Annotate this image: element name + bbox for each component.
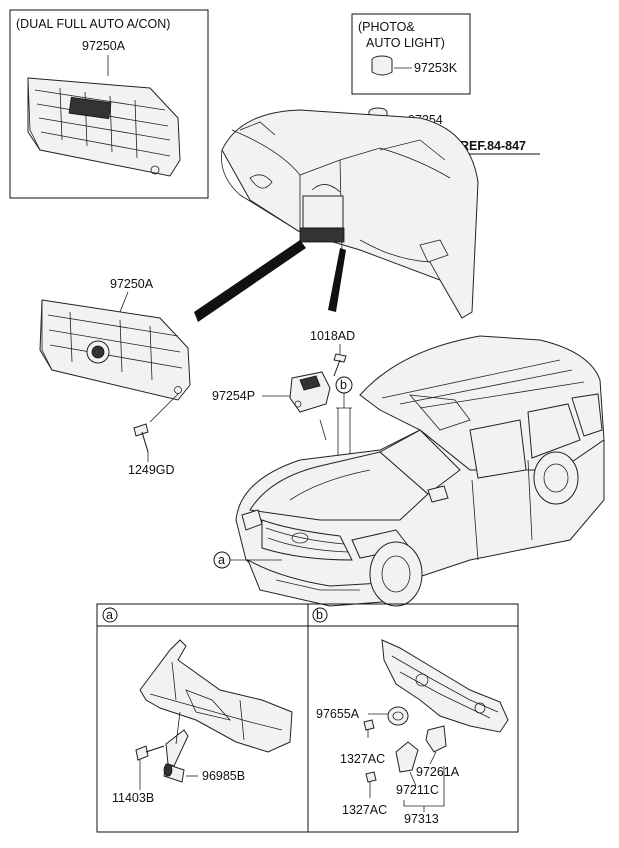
- label-1327AC-2: 1327AC: [342, 803, 387, 817]
- dual-auto-acon-box: (DUAL FULL AUTO A/CON) 97250A: [9, 9, 209, 199]
- photo-title-line2: AUTO LIGHT): [366, 36, 445, 50]
- dashboard: [221, 109, 479, 319]
- label-97250A-top: 97250A: [82, 39, 126, 53]
- detail-b-callout: b: [316, 608, 323, 622]
- callout-a: a: [218, 553, 225, 567]
- label-97250A-mid: 97250A: [110, 277, 154, 291]
- suv-vehicle: [235, 335, 605, 607]
- label-1249GD: 1249GD: [128, 463, 175, 477]
- label-1327AC-1: 1327AC: [340, 752, 385, 766]
- sensor-97253K: [371, 55, 393, 76]
- label-97261A: 97261A: [416, 765, 460, 779]
- climate-control-panel-top: [27, 77, 181, 177]
- callout-b: b: [340, 378, 347, 392]
- leader-wedge-right: [328, 248, 346, 312]
- label-97211C: 97211C: [396, 783, 439, 797]
- label-1018AD: 1018AD: [310, 329, 355, 343]
- sensor-97254P: [289, 371, 331, 413]
- screw-1249GD: [133, 423, 149, 462]
- leader-wedge-left: [194, 240, 306, 322]
- screw-1018AD: [333, 353, 347, 377]
- photo-auto-light-box: (PHOTO& AUTO LIGHT) 97253K: [351, 13, 471, 95]
- detail-box-b: b 97655A 1327AC 97261A 97211C 1327AC 973…: [307, 603, 519, 833]
- photo-title-line1: (PHOTO&: [358, 20, 415, 34]
- detail-box-a: a 96985B 11403B: [96, 603, 309, 833]
- label-ref: REF.84-847: [460, 139, 526, 153]
- dual-auto-title: (DUAL FULL AUTO A/CON): [16, 17, 170, 31]
- label-97253K: 97253K: [414, 61, 458, 75]
- climate-control-panel-mid: [39, 299, 191, 401]
- label-11403B: 11403B: [112, 791, 154, 805]
- detail-a-callout: a: [106, 608, 113, 622]
- label-97254P: 97254P: [212, 389, 255, 403]
- label-97655A: 97655A: [316, 707, 360, 721]
- label-96985B: 96985B: [202, 769, 245, 783]
- label-97313: 97313: [404, 812, 439, 826]
